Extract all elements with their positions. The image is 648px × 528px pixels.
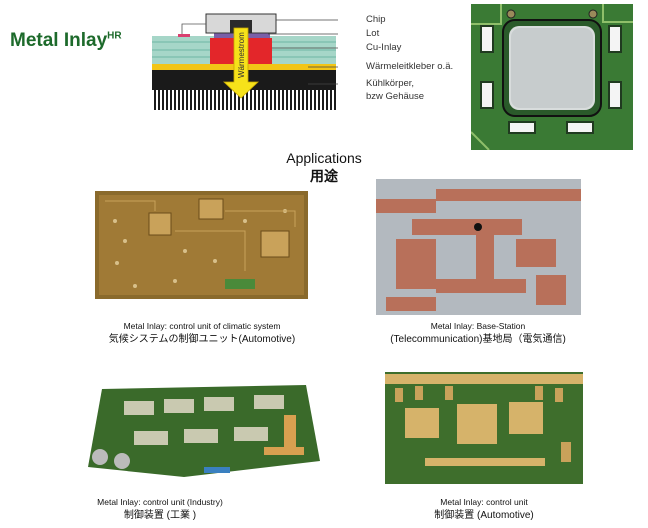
caption-2-line-2: (Telecommunication)基地局（電気通信) xyxy=(390,334,566,345)
applications-title-cn: 用途 xyxy=(310,168,338,184)
leader-lines xyxy=(268,19,338,85)
heatsink-fin xyxy=(314,90,316,110)
heatsink-fin xyxy=(270,90,272,110)
heatsink-fin xyxy=(318,90,320,110)
caption-4-line-1: Metal Inlay: control unit xyxy=(440,497,528,507)
heatsink-fin xyxy=(334,90,336,110)
applications-heading: Applications 用途 xyxy=(240,150,408,186)
heatsink-fin xyxy=(158,90,160,110)
heatsink-fin xyxy=(206,90,208,110)
heatsink-fin xyxy=(298,90,300,110)
heatsink-fin xyxy=(278,90,280,110)
heatsink-fin xyxy=(190,90,192,110)
heatsink-fin xyxy=(266,90,268,110)
caption-1: Metal Inlay: control unit of climatic sy… xyxy=(82,320,322,346)
heatsink-fin xyxy=(274,90,276,110)
heatsink-fin xyxy=(262,90,264,110)
title-superscript: HR xyxy=(107,30,122,42)
heatsink-fin xyxy=(258,90,260,110)
label-cu-inlay: Cu-Inlay xyxy=(366,42,402,53)
heatsink-fin xyxy=(290,90,292,110)
heatsink-fin xyxy=(198,90,200,110)
label-heatsink-2: bzw Gehäuse xyxy=(366,91,425,102)
heatsink-fin xyxy=(242,90,244,110)
heatsink-fin xyxy=(306,90,308,110)
heatsink-fin xyxy=(170,90,172,110)
heatsink-fin xyxy=(174,90,176,110)
photo-automotive-control-unit xyxy=(385,372,583,484)
heatsink-fin xyxy=(222,90,224,110)
caption-2-line-1: Metal Inlay: Base-Station xyxy=(430,321,526,331)
caption-4-line-2: 制御装置 (Automotive) xyxy=(434,510,534,521)
heatsink-fin xyxy=(250,90,252,110)
caption-1-line-2: 気候システムの制御ユニット(Automotive) xyxy=(108,334,296,345)
heatsink-fin xyxy=(154,90,156,110)
heatsink-fin xyxy=(322,90,324,110)
heatsink-fin xyxy=(218,90,220,110)
label-heatsink-1: Kühlkörper, xyxy=(366,78,415,89)
label-chip: Chip xyxy=(366,14,386,25)
heatsink-fin xyxy=(202,90,204,110)
heatsink-fin xyxy=(226,90,228,110)
heatsink-fin xyxy=(178,90,180,110)
heatsink-fin xyxy=(302,90,304,110)
heatsink-fin xyxy=(254,90,256,110)
caption-2: Metal Inlay: Base-Station (Telecommunica… xyxy=(362,320,594,346)
heatsink-fin xyxy=(230,90,232,110)
photo-climatic-control-unit xyxy=(95,191,308,299)
inlay-closeup-photo xyxy=(471,4,633,150)
label-lot: Lot xyxy=(366,28,380,39)
heatsink-fin xyxy=(282,90,284,110)
heatsink-fin xyxy=(182,90,184,110)
heatsink-fin xyxy=(214,90,216,110)
applications-title-en: Applications xyxy=(286,150,362,166)
caption-3-line-1: Metal Inlay: control unit (Industry) xyxy=(97,497,223,507)
photo-base-station xyxy=(376,179,581,315)
heat-flow-arrow xyxy=(222,27,260,99)
metal-inlay-cross-section-diagram: Wärmestrom xyxy=(152,13,338,110)
heatsink-fin xyxy=(310,90,312,110)
heatsink-fin xyxy=(210,90,212,110)
heatsink-fin xyxy=(330,90,332,110)
heatsink xyxy=(152,70,336,110)
heat-flow-label: Wärmestrom xyxy=(237,32,246,78)
heatsink-fin xyxy=(234,90,236,110)
heatsink-fin xyxy=(326,90,328,110)
heatsink-fin xyxy=(162,90,164,110)
caption-1-line-1: Metal Inlay: control unit of climatic sy… xyxy=(123,321,281,331)
photo-industry-control-unit xyxy=(84,381,324,481)
heatsink-fin xyxy=(166,90,168,110)
heatsink-fin xyxy=(246,90,248,110)
heatsink-fin xyxy=(286,90,288,110)
label-adhesive: Wärmeleitkleber o.ä. xyxy=(366,61,454,72)
page-title: Metal InlayHR xyxy=(10,30,122,51)
caption-3-line-2: 制御装置 (工業 ) xyxy=(123,510,197,521)
heatsink-fin xyxy=(186,90,188,110)
heatsink-fin xyxy=(238,90,240,110)
caption-4: Metal Inlay: control unit 制御装置 (Automoti… xyxy=(404,496,564,522)
caption-3: Metal Inlay: control unit (Industry) 制御装… xyxy=(62,496,258,522)
heatsink-fin xyxy=(194,90,196,110)
heatsink-fin xyxy=(294,90,296,110)
